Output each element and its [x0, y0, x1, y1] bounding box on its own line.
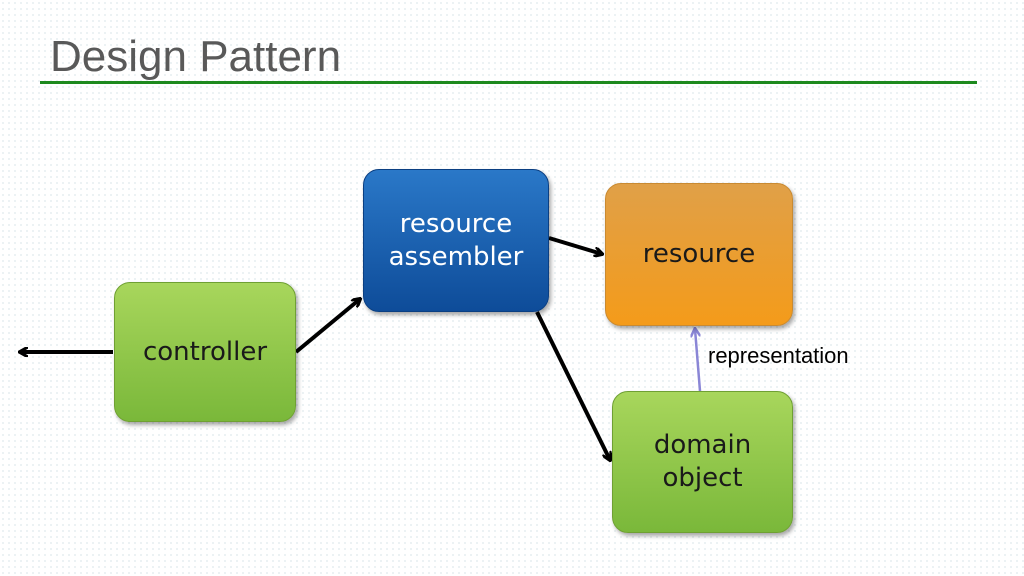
resource-node: resource	[605, 183, 793, 326]
controller-node: controller	[114, 282, 296, 422]
slide-title: Design Pattern	[50, 32, 342, 81]
controller-label: controller	[142, 336, 268, 367]
resource-label: resource	[642, 239, 756, 269]
edge-assembler-to-domain-object	[535, 311, 610, 460]
resource-assembler-label: resource assembler	[388, 208, 524, 272]
title-underline	[40, 81, 977, 84]
edge-domain-object-to-resource	[695, 329, 702, 392]
resource-assembler-node: resource assembler	[363, 169, 549, 312]
edge-assembler-to-resource	[548, 236, 602, 254]
edge-controller-to-assembler	[294, 299, 360, 354]
domain-object-label: domain object	[653, 430, 752, 493]
domain-object-node: domain object	[612, 391, 793, 533]
representation-edge-label: representation	[708, 343, 849, 368]
